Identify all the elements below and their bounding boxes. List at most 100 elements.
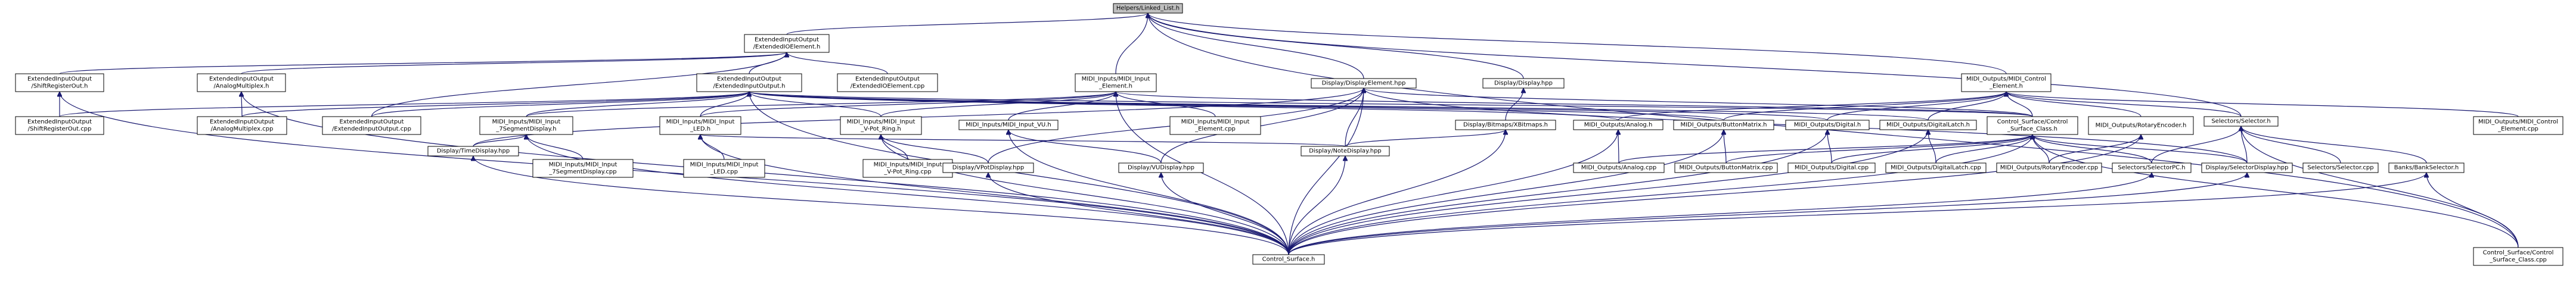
node-mo_dl_cpp[interactable]: MIDI_Outputs/DigitalLatch.cpp — [1885, 162, 1987, 173]
node-disp_vpot[interactable]: Display/VPotDisplay.hpp — [942, 162, 1034, 173]
node-sr_out_cpp[interactable]: ExtendedInputOutput/ShiftRegisterOut.cpp — [15, 116, 104, 135]
node-cs_class_h[interactable]: Control_Surface/Control_Surface_Class.h — [1987, 116, 2078, 135]
node-disp_hpp[interactable]: Display/Display.hpp — [1482, 78, 1565, 89]
node-mi_led_h[interactable]: MIDI_Inputs/MIDI_Input_LED.h — [659, 116, 741, 135]
node-box-mo_dl_h — [1879, 120, 1977, 130]
node-cs_class_cpp[interactable]: Control_Surface/Control_Surface_Class.cp… — [2473, 247, 2563, 266]
node-mi_led_cpp[interactable]: MIDI_Inputs/MIDI_Input_LED.cpp — [683, 159, 765, 178]
node-label-mi_led_h-0: MIDI_Inputs/MIDI_Input — [666, 119, 735, 126]
node-cs_h[interactable]: Control_Surface.h — [1252, 254, 1325, 265]
node-sr_out_h[interactable]: ExtendedInputOutput/ShiftRegisterOut.h — [15, 73, 104, 92]
node-box-cs_h — [1252, 254, 1325, 265]
edge-amux_h-to-eio_elem — [241, 52, 787, 74]
node-eio_elem[interactable]: ExtendedInputOutput/ExtendedIOElement.h — [744, 34, 830, 53]
edge-mo_dig_cpp-to-mo_dig_h — [1827, 130, 1832, 164]
node-label-eio_h-0: ExtendedInputOutput — [717, 76, 781, 83]
edge-cs_h-to-mi_7seg_h — [526, 134, 1289, 255]
node-mi_7seg_cpp[interactable]: MIDI_Inputs/MIDI_Input_7SegmentDisplay.c… — [532, 159, 634, 178]
node-sel_disp[interactable]: Display/SelectorDisplay.hpp — [2201, 162, 2293, 173]
node-mo_re_h[interactable]: MIDI_Outputs/RotaryEncoder.h — [2088, 116, 2194, 135]
node-box-disp_vu — [1118, 162, 1204, 173]
node-label-disp_elem_hpp-0: Display/DisplayElement.hpp — [1322, 80, 1406, 87]
edge-cs_h-to-mo_dl_h — [1288, 130, 1928, 255]
node-mo_dig_h[interactable]: MIDI_Outputs/Digital.h — [1785, 120, 1870, 130]
node-label-eio_cpp-1: /ExtendedInputOutput.cpp — [332, 126, 411, 133]
node-box-mo_re_cpp — [1996, 162, 2102, 173]
node-eio_elem_cpp[interactable]: ExtendedInputOutput/ExtendedIOElement.cp… — [837, 73, 938, 92]
node-mo_bm_h[interactable]: MIDI_Outputs/ButtonMatrix.h — [1673, 120, 1774, 130]
node-sel_pc[interactable]: Selectors/SelectorPC.h — [2112, 162, 2192, 173]
file-nodes: Helpers/Linked_List.hExtendedInputOutput… — [15, 3, 2563, 266]
node-box-disp_time — [427, 146, 519, 156]
node-box-mi_7seg_h — [479, 116, 573, 135]
edge-disp_vu-to-mi_vu_h — [1008, 129, 1162, 164]
edge-mo_bm_cpp-to-mo_bm_h — [1724, 130, 1727, 164]
node-mi_elem_cpp[interactable]: MIDI_Inputs/MIDI_Input_Element.cpp — [1169, 116, 1261, 135]
node-label-root-0: Helpers/Linked_List.h — [1116, 5, 1180, 12]
node-mi_7seg_h[interactable]: MIDI_Inputs/MIDI_Input_7SegmentDisplay.h — [479, 116, 573, 135]
node-disp_elem_hpp[interactable]: Display/DisplayElement.hpp — [1311, 78, 1417, 89]
node-label-mo_ctrl_h-1: _Element.h — [1989, 83, 2023, 90]
node-mo_ctrl_h[interactable]: MIDI_Outputs/MIDI_Control_Element.h — [1961, 73, 2052, 92]
edge-mo_dl_h-to-eio_h — [749, 91, 1929, 121]
node-mi_elem_h[interactable]: MIDI_Inputs/MIDI_Input_Element.h — [1075, 73, 1157, 92]
node-mo_bm_cpp[interactable]: MIDI_Outputs/ButtonMatrix.cpp — [1674, 162, 1778, 173]
node-label-eio_elem-0: ExtendedInputOutput — [755, 37, 819, 43]
edge-mo_analog_h-to-mo_ctrl_h — [1618, 91, 2006, 121]
node-amux_h[interactable]: ExtendedInputOutput/AnalogMultiplex.h — [197, 73, 286, 92]
node-mi_vpot_cpp[interactable]: MIDI_Inputs/MIDI_Input_V-Pot_Ring.cpp — [862, 159, 953, 178]
edge-cs_h-to-sel_disp — [1288, 173, 2247, 255]
node-box-bitmaps — [1455, 120, 1556, 130]
node-bank_sel[interactable]: Banks/BankSelector.h — [2388, 162, 2465, 173]
node-label-sel_cpp-0: Selectors/Selector.cpp — [2307, 165, 2373, 171]
node-amux_cpp[interactable]: ExtendedInputOutput/AnalogMultiplex.cpp — [197, 116, 287, 135]
node-mo_re_cpp[interactable]: MIDI_Outputs/RotaryEncoder.cpp — [1996, 162, 2102, 173]
node-label-bank_sel-0: Banks/BankSelector.h — [2394, 165, 2459, 171]
edge-cs_h-to-sel_pc — [1288, 173, 2152, 255]
node-mi_vpot_h[interactable]: MIDI_Inputs/MIDI_Input_V-Pot_Ring.h — [840, 116, 922, 135]
node-sel_h[interactable]: Selectors/Selector.h — [2203, 116, 2279, 127]
edge-amux_cpp-to-eio_h — [241, 91, 749, 117]
edge-sel_disp-to-cs_class_h — [2032, 134, 2248, 164]
edge-cs_class_cpp-to-root — [1148, 13, 2519, 248]
node-mo_analog_h[interactable]: MIDI_Outputs/Analog.h — [1573, 120, 1663, 130]
edge-mo_ctrl_h-to-root — [1148, 12, 2007, 74]
node-disp_vu[interactable]: Display/VUDisplay.hpp — [1118, 162, 1204, 173]
edge-cs_h-to-bank_sel — [1288, 173, 2426, 255]
node-label-mi_elem_h-1: _Element.h — [1098, 83, 1132, 90]
edge-cs_h-to-mi_led_h — [700, 134, 1289, 255]
node-disp_note[interactable]: Display/NoteDisplay.hpp — [1301, 146, 1390, 156]
node-sel_cpp[interactable]: Selectors/Selector.cpp — [2302, 162, 2379, 173]
node-box-mo_dig_h — [1785, 120, 1870, 130]
node-mo_analog_cpp[interactable]: MIDI_Outputs/Analog.cpp — [1573, 162, 1665, 173]
edge-sel_cpp-to-sel_h — [2241, 126, 2341, 164]
node-label-eio_cpp-0: ExtendedInputOutput — [339, 119, 404, 126]
node-mo_dig_cpp[interactable]: MIDI_Outputs/Digital.cpp — [1787, 162, 1876, 173]
node-label-sr_out_h-1: /ShiftRegisterOut.h — [32, 83, 88, 90]
node-box-mi_led_cpp — [683, 159, 765, 178]
node-mo_dl_h[interactable]: MIDI_Outputs/DigitalLatch.h — [1879, 120, 1977, 130]
node-box-mi_led_h — [659, 116, 741, 135]
node-eio_cpp[interactable]: ExtendedInputOutput/ExtendedInputOutput.… — [322, 116, 421, 135]
edge-sel_pc-to-sel_h — [2151, 126, 2241, 164]
edge-eio_elem-to-root — [786, 12, 1148, 35]
edge-mo_dl_h-to-mo_ctrl_h — [1928, 91, 2006, 121]
node-eio_h[interactable]: ExtendedInputOutput/ExtendedInputOutput.… — [696, 73, 802, 92]
node-label-amux_h-0: ExtendedInputOutput — [209, 76, 274, 83]
edge-cs_class_cpp-to-bank_sel — [2426, 173, 2519, 248]
node-box-mo_bm_cpp — [1674, 162, 1778, 173]
edge-cs_h-to-eio_h — [749, 92, 1289, 255]
node-label-mo_ctrl_h-0: MIDI_Outputs/MIDI_Control — [1966, 76, 2046, 83]
node-label-cs_class_h-0: Control_Surface/Control — [1997, 119, 2068, 126]
node-label-mi_7seg_h-1: _7SegmentDisplay.h — [495, 126, 556, 133]
node-box-amux_h — [197, 73, 286, 92]
node-label-sr_out_h-0: ExtendedInputOutput — [27, 76, 92, 83]
node-bitmaps[interactable]: Display/Bitmaps/XBitmaps.h — [1455, 120, 1556, 130]
node-mi_vu_h[interactable]: MIDI_Inputs/MIDI_Input_VU.h — [958, 120, 1059, 130]
node-disp_time[interactable]: Display/TimeDisplay.hpp — [427, 146, 519, 156]
edge-cs_class_h-to-eio_h — [749, 91, 2033, 117]
node-label-mi_led_cpp-0: MIDI_Inputs/MIDI_Input — [690, 162, 759, 168]
node-mo_ctrl_cpp[interactable]: MIDI_Outputs/MIDI_Control_Element.cpp — [2473, 116, 2563, 135]
node-label-eio_elem_cpp-1: /ExtendedIOElement.cpp — [851, 83, 924, 90]
node-label-cs_h-0: Control_Surface.h — [1262, 256, 1315, 263]
